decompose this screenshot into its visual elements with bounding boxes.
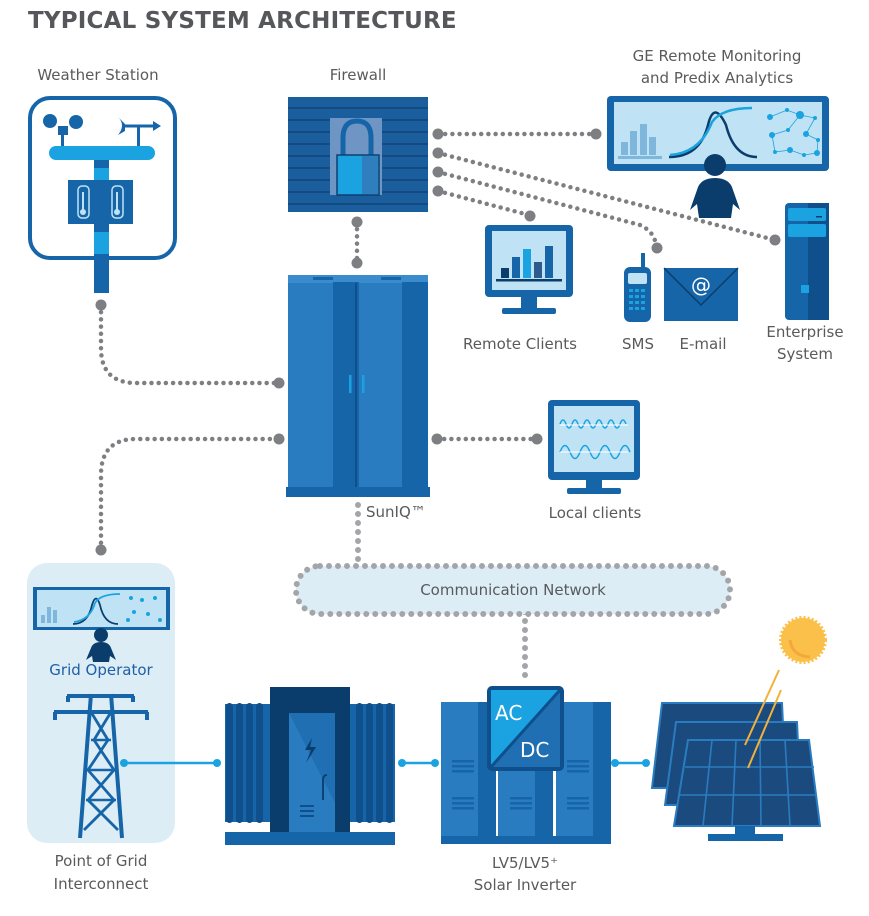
connector-firewall-enterprise [435, 150, 778, 243]
page-title: TYPICAL SYSTEM ARCHITECTURE [28, 8, 457, 34]
firewall-label: Firewall [329, 66, 387, 84]
remote-clients-icon [485, 225, 573, 314]
connector-grid-sunIQ [98, 436, 281, 553]
email-envelope-icon: @ [663, 267, 739, 321]
ac-label: AC [495, 701, 522, 725]
grid-operator-label: Grid Operator [49, 661, 153, 679]
transformer-icon [225, 687, 395, 845]
sms-label: SMS [622, 335, 654, 353]
dc-label: DC [520, 738, 549, 762]
email-at-symbol: @ [691, 273, 711, 297]
weather-station-label: Weather Station [37, 66, 159, 84]
enterprise-label-line1: Enterprise [766, 323, 844, 341]
ge-remote-monitoring-icon [607, 96, 829, 218]
solar-inverter-icon: AC DC [441, 686, 611, 844]
power-connections [120, 759, 650, 767]
sms-phone-icon [624, 253, 651, 322]
local-clients-label: Local clients [548, 504, 642, 522]
inverter-label-line2: Solar Inverter [473, 876, 577, 894]
inverter-label-line1: LV5/LV5⁺ [492, 854, 558, 872]
connector-firewall-email [435, 169, 659, 249]
firewall-icon [288, 97, 428, 212]
connectors [95, 128, 781, 683]
connector-firewall-remote-clients [435, 188, 532, 218]
remote-clients-label: Remote Clients [463, 335, 577, 353]
connector-weather-sunIQ [98, 302, 281, 386]
grid-operator-panel [27, 563, 175, 843]
email-label: E-mail [679, 335, 727, 353]
ge-remote-label-line2: and Predix Analytics [640, 69, 794, 87]
transmission-tower-icon [53, 693, 149, 839]
communication-network-label: Communication Network [420, 581, 606, 599]
enterprise-server-icon [785, 203, 829, 320]
local-clients-icon [548, 400, 640, 494]
sunIQ-cabinet-icon [286, 275, 430, 497]
sunIQ-label: SunIQ™ [366, 503, 426, 521]
ge-remote-label-line1: GE Remote Monitoring [632, 47, 802, 65]
enterprise-label-line2: System [777, 345, 833, 363]
solar-panels-icon [650, 616, 827, 841]
grid-interconnect-label-line2: Interconnect [53, 875, 149, 893]
grid-interconnect-label-line1: Point of Grid [54, 852, 148, 870]
communication-network [293, 563, 733, 617]
weather-station-icon [28, 96, 177, 293]
